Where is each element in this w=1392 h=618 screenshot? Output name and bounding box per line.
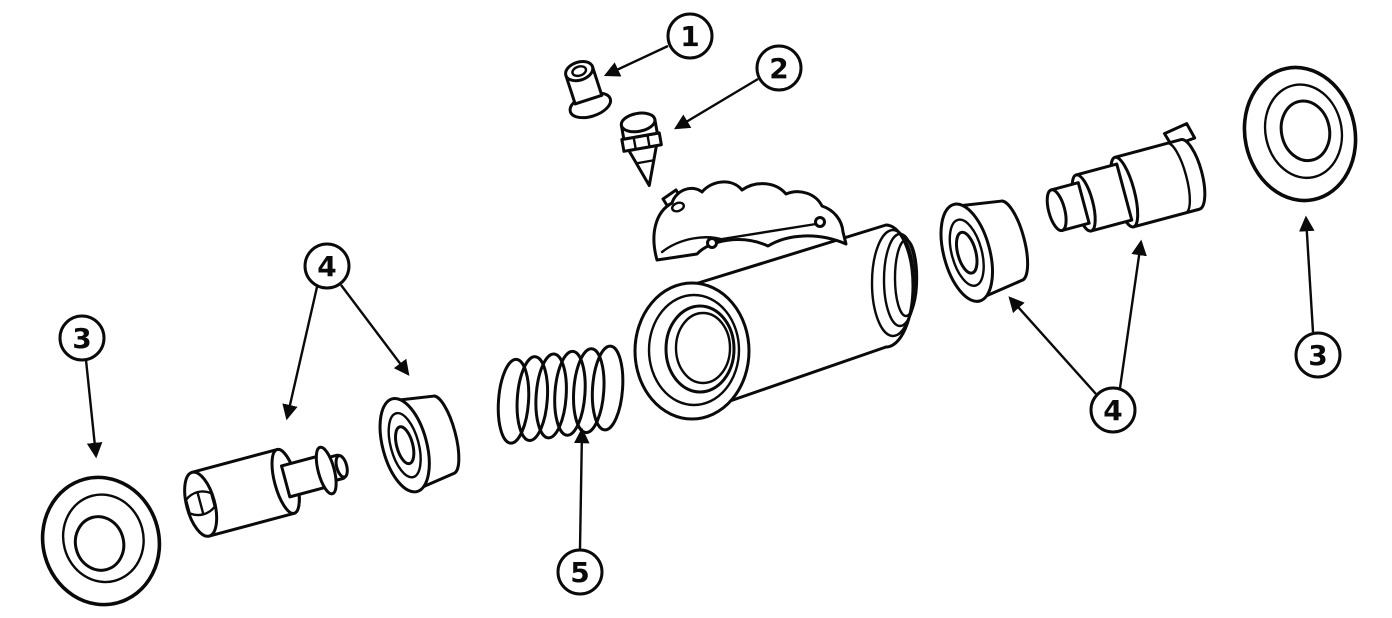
callout-2-circle	[755, 44, 803, 92]
callout-4-left-label: 4	[317, 250, 336, 283]
bleeder-cone-line	[635, 159, 656, 165]
cylinder-end-ring	[870, 228, 916, 338]
part-piston-left	[183, 445, 349, 538]
callout-2-label: 2	[769, 52, 788, 85]
cup-rim	[948, 218, 985, 287]
callout-5: 5	[556, 427, 604, 596]
callout-4-left-arrow-cup	[340, 284, 410, 376]
cup-rim	[387, 411, 422, 479]
piston-stem-face	[1045, 188, 1068, 233]
piston-flange	[314, 445, 338, 496]
callout-3-left-label: 3	[72, 322, 91, 355]
piston-slot-split	[196, 492, 205, 515]
flange-port	[670, 201, 686, 213]
callout-1: 1	[603, 12, 714, 77]
boot-rim	[1263, 83, 1344, 180]
cap-top-rim	[564, 59, 595, 83]
part-boot-left	[40, 475, 162, 607]
callout-3-right: 3	[1294, 215, 1342, 379]
bleeder-cone	[627, 144, 658, 187]
callout-4-right: 4	[1008, 239, 1147, 434]
part-piston-right	[1045, 122, 1207, 233]
bleeder-head-top	[619, 111, 657, 134]
callout-4-right-label: 4	[1103, 394, 1122, 427]
piston-groove	[1165, 142, 1192, 215]
callout-3-left-circle	[58, 314, 106, 362]
callout-3-left: 3	[58, 314, 106, 459]
boot-hole	[1279, 99, 1332, 163]
spring-coil	[496, 357, 531, 445]
spring-coil	[515, 355, 550, 443]
part-bleeder-screw	[619, 111, 663, 187]
callout-2-arrow	[673, 77, 759, 130]
cap-top-hole	[571, 65, 588, 78]
callout-1-circle	[666, 12, 714, 60]
callout-4-left: 4	[282, 242, 410, 421]
flange-pin-eye	[814, 216, 826, 228]
cup-hole	[394, 425, 416, 466]
callout-4-left-circle	[303, 242, 351, 290]
spring-coil	[553, 349, 587, 437]
bore-depth	[674, 311, 732, 385]
bore-chamfer	[647, 293, 741, 407]
part-boot-right	[1242, 65, 1358, 203]
part-bleeder-screw-cap	[564, 59, 613, 120]
callout-4-right-circle	[1089, 386, 1137, 434]
callout-1-label: 1	[680, 20, 699, 53]
bleeder-facet	[646, 133, 651, 149]
callout-3-right-label: 3	[1308, 339, 1327, 372]
spring-coil	[534, 352, 568, 440]
cup-hole	[954, 230, 979, 275]
callout-5-arrow	[573, 427, 590, 550]
bleeder-facet	[632, 136, 637, 151]
piston-tip	[334, 454, 349, 479]
flange-pin-eye	[706, 237, 718, 249]
callout-5-label: 5	[570, 556, 589, 589]
callout-3-right-arrow	[1299, 215, 1315, 333]
callout-4-left-arrow-piston	[282, 286, 319, 421]
part-spring	[496, 344, 625, 445]
part-cup-left	[378, 394, 461, 494]
mounting-flange	[652, 180, 848, 262]
boot-rim	[61, 493, 145, 584]
wheel-cylinder-body	[633, 180, 919, 421]
part-cup-right	[939, 199, 1030, 303]
boot-hole	[73, 515, 126, 572]
callout-4-right-arrow-cup	[1008, 296, 1097, 395]
callout-2: 2	[673, 44, 803, 130]
callout-3-right-circle	[1294, 331, 1342, 379]
callout-5-circle	[556, 548, 604, 596]
callout-3-left-arrow	[84, 359, 103, 459]
spring-coil	[572, 347, 606, 435]
callout-4-right-arrow-piston	[1118, 239, 1147, 389]
callout-1-arrow	[603, 44, 669, 77]
cylinder-end-ring	[893, 238, 919, 318]
flange-pin	[715, 222, 817, 242]
spring-coil	[590, 344, 625, 432]
